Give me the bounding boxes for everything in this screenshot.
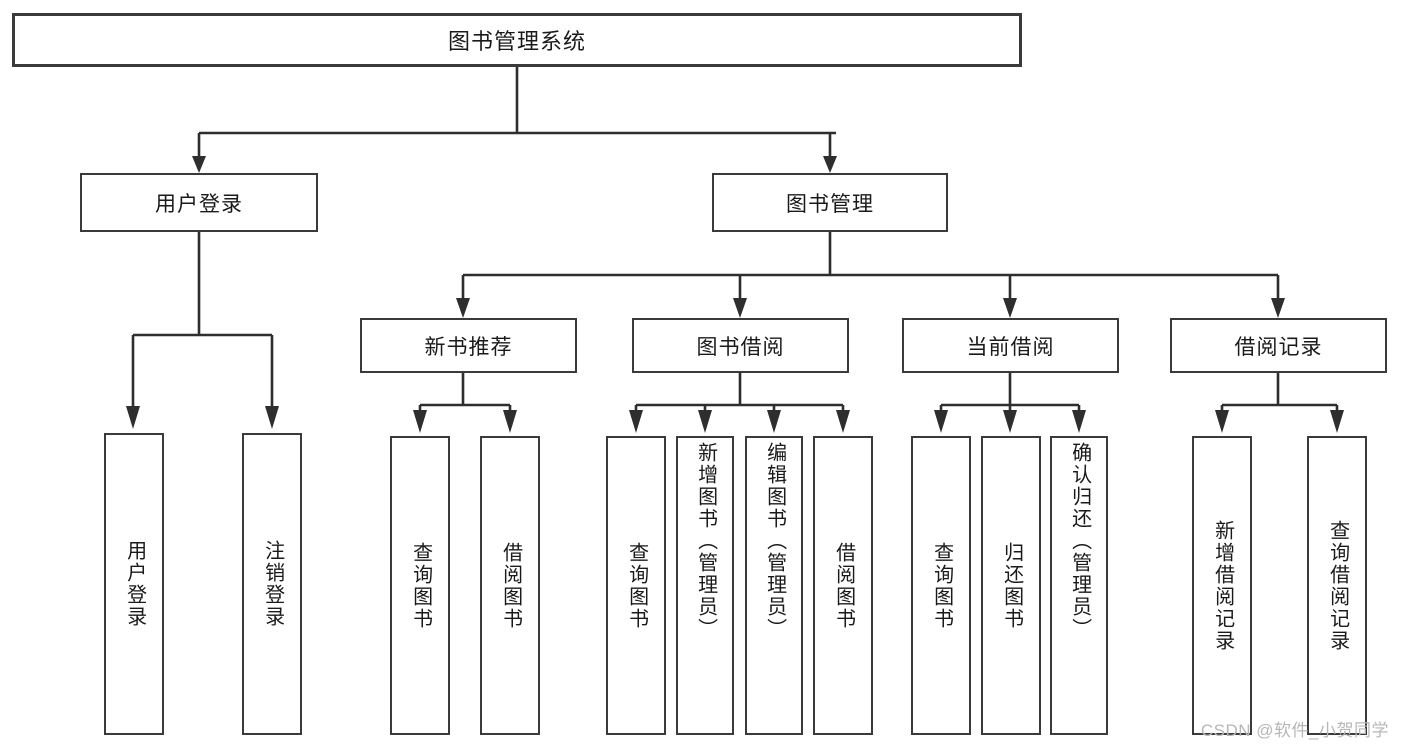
leaf-current-borrow-query-book[interactable]: 查询图书 [911, 436, 971, 735]
node-user-login[interactable]: 用户登录 [80, 173, 318, 232]
leaf-label: 借阅图书 [499, 541, 522, 630]
leaf-user-login-logout[interactable]: 注销登录 [242, 433, 302, 735]
leaf-label: 注销登录 [261, 540, 284, 628]
node-new-book-recommend[interactable]: 新书推荐 [360, 318, 577, 373]
leaf-new-book-borrow-book[interactable]: 借阅图书 [480, 436, 540, 735]
node-current-borrow[interactable]: 当前借阅 [902, 318, 1119, 373]
leaf-current-borrow-return-book[interactable]: 归还图书 [981, 436, 1041, 735]
node-label: 新书推荐 [424, 335, 513, 359]
node-borrow-record[interactable]: 借阅记录 [1170, 318, 1387, 373]
node-book-borrow[interactable]: 图书借阅 [632, 318, 849, 373]
leaf-label: 查询图书 [625, 541, 648, 630]
node-label: 图书管理系统 [447, 29, 586, 54]
leaf-book-borrow-add-book-admin[interactable]: 新增图书（管理员） [676, 436, 734, 735]
leaf-borrow-record-query-record[interactable]: 查询借阅记录 [1307, 436, 1367, 735]
leaf-label: 用户登录 [123, 540, 146, 628]
leaf-label: 编辑图书（管理员） [763, 442, 786, 640]
node-label: 图书借阅 [696, 335, 785, 359]
watermark-text: CSDN @软件_小贺同学 [1200, 721, 1389, 740]
leaf-current-borrow-confirm-return-admin[interactable]: 确认归还（管理员） [1050, 436, 1108, 735]
node-root-book-management-system[interactable]: 图书管理系统 [12, 13, 1022, 67]
leaf-user-login-login[interactable]: 用户登录 [104, 433, 164, 735]
node-label: 图书管理 [786, 192, 874, 216]
node-label: 用户登录 [155, 192, 243, 216]
leaf-book-borrow-borrow-book[interactable]: 借阅图书 [813, 436, 873, 735]
leaf-book-borrow-query-book[interactable]: 查询图书 [606, 436, 666, 735]
leaf-label: 新增图书（管理员） [694, 442, 717, 640]
leaf-book-borrow-edit-book-admin[interactable]: 编辑图书（管理员） [745, 436, 803, 735]
leaf-label: 新增借阅记录 [1211, 519, 1234, 652]
leaf-label: 借阅图书 [832, 541, 855, 630]
leaf-borrow-record-add-record[interactable]: 新增借阅记录 [1192, 436, 1252, 735]
leaf-label: 查询借阅记录 [1326, 519, 1349, 652]
leaf-label: 查询图书 [930, 541, 953, 630]
node-label: 当前借阅 [966, 335, 1055, 359]
leaf-label: 归还图书 [1000, 541, 1023, 630]
leaf-new-book-query-book[interactable]: 查询图书 [390, 436, 450, 735]
leaf-label: 确认归还（管理员） [1068, 442, 1091, 640]
leaf-label: 查询图书 [409, 541, 432, 630]
node-label: 借阅记录 [1234, 335, 1323, 359]
node-book-management[interactable]: 图书管理 [712, 173, 948, 232]
